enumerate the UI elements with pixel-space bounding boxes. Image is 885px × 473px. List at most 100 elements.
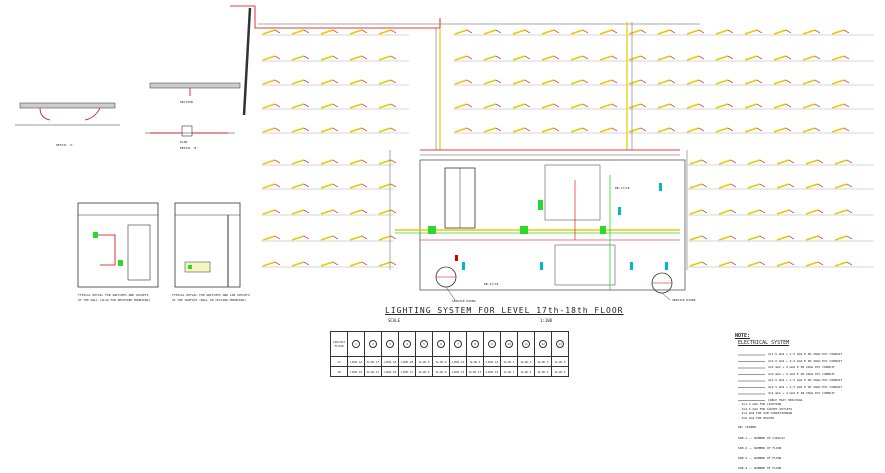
light-fixture-symbol xyxy=(718,235,737,241)
light-fixture-symbol xyxy=(686,103,705,109)
light-fixture-symbol xyxy=(773,79,792,85)
light-fixture-symbol xyxy=(689,261,708,267)
light-fixture-symbol xyxy=(454,103,473,109)
light-fixture-symbol xyxy=(349,79,368,85)
light-fixture-symbol xyxy=(715,127,734,133)
note-item: 4x2.5 mm2 + 2.5 mm2 E IN 20mm PVC CONDUI… xyxy=(768,384,843,389)
schedule-floor-cell: 18 xyxy=(330,366,348,377)
light-fixture-symbol xyxy=(483,79,502,85)
light-fixture-symbol xyxy=(291,103,310,109)
light-fixture-symbol xyxy=(541,29,560,35)
light-fixture-symbol xyxy=(378,103,397,109)
light-fixture-symbol xyxy=(512,127,531,133)
light-fixture-symbol xyxy=(291,235,310,241)
schedule-cell: L1DB-18 xyxy=(381,356,399,367)
light-fixture-symbol xyxy=(834,261,853,267)
schedule-circuit-header: 5 xyxy=(415,331,433,357)
light-fixture-symbol xyxy=(715,103,734,109)
light-fixture-symbol xyxy=(483,55,502,61)
light-fixture-symbol xyxy=(291,127,310,133)
light-fixture-symbol xyxy=(776,261,795,267)
light-fixture-symbol xyxy=(834,183,853,189)
schedule-cell: SL1B-2 xyxy=(517,366,535,377)
schedule-cell: SL1B-17 xyxy=(364,356,382,367)
notes-subheading: ELECTRICAL SYSTEM xyxy=(738,340,790,346)
note-item: 2x4 mm2 + 4 mm2 E IN 25mm PVC CONDUIT xyxy=(768,365,835,369)
light-fixture-symbol xyxy=(744,103,763,109)
light-fixture-symbol xyxy=(744,127,763,133)
light-fixture-symbol xyxy=(773,103,792,109)
schedule-cell: SL1B-6 xyxy=(432,356,450,367)
light-fixture-symbol xyxy=(349,261,368,267)
light-fixture-symbol xyxy=(454,127,473,133)
light-fixture-symbol xyxy=(262,55,281,61)
light-fixture-symbol xyxy=(802,127,821,133)
light-fixture-symbol xyxy=(291,29,310,35)
light-fixture-symbol xyxy=(454,29,473,35)
light-fixture-symbol xyxy=(831,127,850,133)
schedule-circuit-header: 3 xyxy=(381,331,399,357)
schedule-cell: SL1B-3 xyxy=(534,356,552,367)
light-fixture-symbol xyxy=(262,103,281,109)
detail-a-caption: DETAIL 'A' xyxy=(56,143,75,147)
schedule-circuit-header: 12 xyxy=(534,331,552,357)
light-fixture-symbol xyxy=(802,55,821,61)
light-fixture-symbol xyxy=(291,261,310,267)
note-extra-item: - 2x1.5 mm2 FOR LIGHTING xyxy=(738,402,782,406)
riser-symbols xyxy=(435,266,673,301)
light-fixture-symbol xyxy=(776,183,795,189)
legend-item: SDB-1 —— NUMBER OF CIRCUIT xyxy=(738,436,785,440)
light-fixture-symbol xyxy=(718,183,737,189)
scale-value: 1:100 xyxy=(540,318,553,323)
light-fixture-symbol xyxy=(349,209,368,215)
note-item: 2x2.5 mm2 + 2.5 mm2 E IN 20mm PVC CONDUI… xyxy=(768,358,843,363)
note-extra-item: - 2x2.5 mm2 FOR SOCKET OUTLETS xyxy=(738,406,793,411)
light-fixture-symbol xyxy=(805,183,824,189)
schedule-circuit-header: 2 xyxy=(364,331,382,357)
light-fixture-symbol xyxy=(834,235,853,241)
light-fixture-symbol xyxy=(378,159,397,165)
light-fixture-symbol xyxy=(378,79,397,85)
mount-right-caption-1: TYPICAL DETAIL FOR SWITCHES AND LAB OUTL… xyxy=(172,293,250,297)
light-fixture-symbol xyxy=(747,261,766,267)
mounting-details xyxy=(77,202,241,288)
schedule-cell: L1DB-15 xyxy=(449,366,467,377)
light-fixture-symbol xyxy=(715,29,734,35)
light-fixture-symbol xyxy=(834,159,853,165)
light-fixture-symbol xyxy=(378,127,397,133)
light-fixture-symbol xyxy=(291,55,310,61)
scale-label: SCALE xyxy=(388,318,401,323)
light-fixture-symbol xyxy=(454,55,473,61)
note-item: CABLE TRAY 300x50mm xyxy=(768,397,803,402)
schedule-cell: L1DB-16 xyxy=(381,366,399,377)
light-fixture-symbol xyxy=(628,55,647,61)
light-fixture-symbol xyxy=(512,103,531,109)
legend-item: SDB-2 —— NUMBER OF FLOOR xyxy=(738,446,782,450)
light-fixture-symbol xyxy=(349,159,368,165)
plan-caption: PLAN xyxy=(180,140,188,144)
light-fixture-symbol xyxy=(747,159,766,165)
light-fixture-symbol xyxy=(483,103,502,109)
schedule-circuit-header: 9 xyxy=(483,331,501,357)
light-fixture-symbol xyxy=(541,127,560,133)
light-fixture-symbol xyxy=(320,55,339,61)
light-fixture-symbol xyxy=(349,235,368,241)
light-fixture-symbol xyxy=(802,79,821,85)
note-item: 2x6 mm2 + 6 mm2 E IN 25mm PVC CONDUIT xyxy=(768,371,835,376)
light-fixture-symbol xyxy=(715,55,734,61)
light-fixture-symbol xyxy=(320,79,339,85)
schedule-cell: SL1B-5 xyxy=(551,356,569,367)
db-a-label: DB-17/18 xyxy=(615,186,630,190)
light-fixture-symbol xyxy=(320,159,339,165)
light-fixture-symbol xyxy=(378,183,397,189)
light-fixture-symbol xyxy=(570,127,589,133)
light-fixture-symbol xyxy=(541,103,560,109)
light-fixture-symbol xyxy=(689,159,708,165)
light-fixture-symbol xyxy=(657,55,676,61)
light-fixture-symbol xyxy=(512,79,531,85)
